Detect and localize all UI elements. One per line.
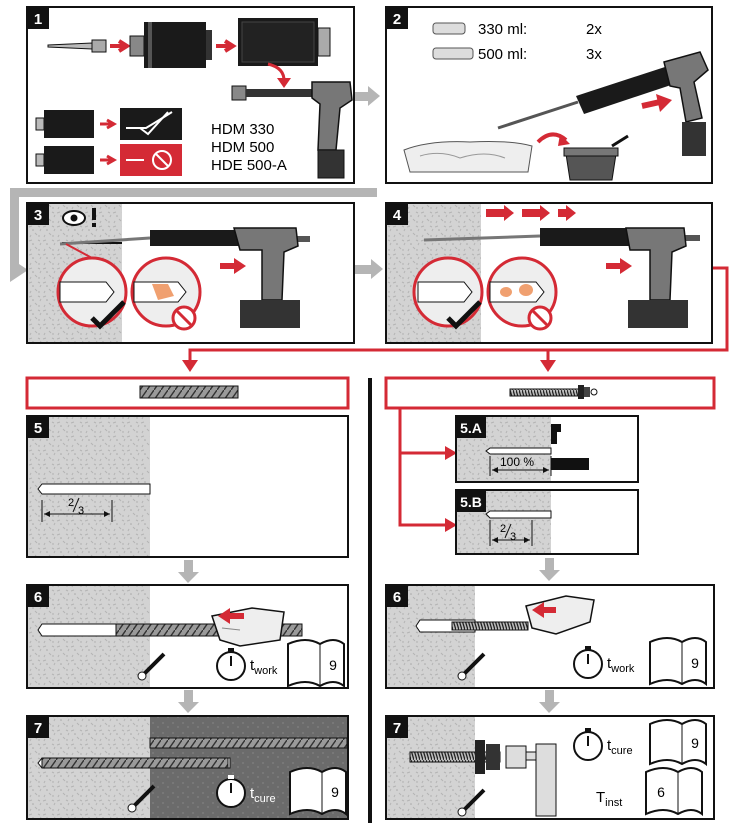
manual-page-7-right: 9 — [691, 735, 699, 751]
mixer-nozzle-icon — [47, 39, 107, 53]
panel-4: 4 — [385, 202, 713, 344]
manual-book-icon — [649, 719, 707, 767]
product-list: HDM 330 HDM 500 HDE 500-A — [211, 121, 287, 174]
manual-book-icon — [289, 767, 347, 817]
product-hdm-500: HDM 500 — [211, 139, 274, 156]
product-hde-500-a: HDE 500-A — [211, 157, 287, 174]
panel-2: 2 330 ml: 2x 500 ml: 3x — [385, 6, 713, 184]
step-number-3: 3 — [34, 207, 42, 224]
waste-bin-icon — [563, 134, 629, 181]
manual-book-icon — [645, 767, 703, 817]
depth-fraction-num: 2 — [68, 497, 74, 509]
panel-5b: 5.B 2 3 — [455, 489, 639, 555]
manual-page: 9 — [329, 657, 337, 673]
step-number-5b: 5.B — [460, 494, 482, 510]
step-number-5: 5 — [34, 420, 42, 437]
foil-cartridge-icon — [129, 22, 212, 68]
panel-5: 5 2 3 — [26, 415, 349, 558]
red-flow-connectors — [188, 266, 729, 527]
discarded-mortar-icon — [403, 141, 533, 173]
step-number-1: 1 — [34, 11, 42, 28]
dispenser-gun-icon — [423, 227, 700, 328]
t-cure-label-right: tcure — [607, 737, 633, 757]
volume-330: 330 ml: — [478, 21, 527, 38]
anchor-rod-header — [384, 376, 716, 410]
t-cure-label: tcure — [250, 785, 276, 805]
product-hdm-330: HDM 330 — [211, 121, 274, 138]
thermometer-icon — [127, 784, 156, 813]
manual-book-icon — [649, 637, 707, 687]
manual-page-7-left: 9 — [331, 784, 339, 800]
step-number-6-left: 6 — [34, 589, 42, 606]
detail-bad-circle — [486, 256, 558, 331]
cartridge-500-icon — [432, 47, 474, 60]
panel-7-left: 7 tcure 9 — [26, 715, 349, 820]
t-work-label: twork — [250, 657, 278, 677]
detail-bad-circle — [130, 256, 202, 331]
eye-exclamation-icon — [62, 208, 96, 227]
rebar-header — [25, 376, 350, 410]
step-number-7-left: 7 — [34, 720, 42, 737]
depth-fraction-num-5b: 2 — [500, 523, 506, 535]
flow-connectors — [10, 86, 560, 713]
dispenser-gun-icon — [231, 81, 353, 179]
manual-page-tinst: 6 — [657, 784, 665, 800]
manual-page-right: 9 — [691, 655, 699, 671]
red-arrowheads — [182, 360, 556, 532]
panel-6-right: 6 twork 9 — [385, 584, 715, 689]
cartridge-check-bad — [35, 144, 182, 176]
push-arrows — [486, 205, 576, 221]
dispenser-gun-icon — [59, 227, 310, 328]
step-number-2: 2 — [393, 11, 401, 28]
depth-percent: 100 % — [500, 455, 534, 469]
thermometer-icon — [457, 788, 486, 817]
depth-fraction-den: 3 — [78, 505, 84, 517]
count-330: 2x — [586, 21, 602, 38]
dispenser-gun-icon — [497, 51, 709, 156]
cartridge-330-icon — [432, 22, 466, 35]
thermometer-icon — [457, 652, 486, 681]
panel-6-left: 6 twork 9 — [26, 584, 349, 689]
step-number-7-right: 7 — [393, 720, 401, 737]
manual-book-icon — [287, 639, 345, 689]
step-number-6-right: 6 — [393, 589, 401, 606]
stopwatch-icon — [573, 728, 603, 761]
t-inst-label: Tinst — [596, 789, 622, 809]
step-number-5a: 5.A — [460, 420, 482, 436]
count-500: 3x — [586, 46, 602, 63]
cartridge-check-ok — [35, 108, 182, 140]
panel-1: 1 — [26, 6, 355, 184]
stopwatch-icon — [573, 646, 603, 679]
column-divider — [368, 378, 372, 823]
panel-3: 3 — [26, 202, 355, 344]
torque-wrench-icon — [505, 743, 557, 817]
depth-fraction-den-5b: 3 — [510, 531, 516, 543]
detail-ok-circle — [412, 256, 484, 330]
stopwatch-icon — [216, 648, 246, 681]
step-number-4: 4 — [393, 207, 402, 224]
cartridge-holder-icon — [238, 18, 331, 66]
panel-5a: 5.A 100 % — [455, 415, 639, 483]
detail-ok-circle — [56, 243, 128, 330]
thermometer-icon — [137, 652, 166, 681]
panel-7-right: 7 tcure 9 Tinst 6 — [385, 715, 715, 820]
stopwatch-icon — [216, 775, 246, 808]
t-work-label-right: twork — [607, 655, 635, 675]
volume-500: 500 ml: — [478, 46, 527, 63]
